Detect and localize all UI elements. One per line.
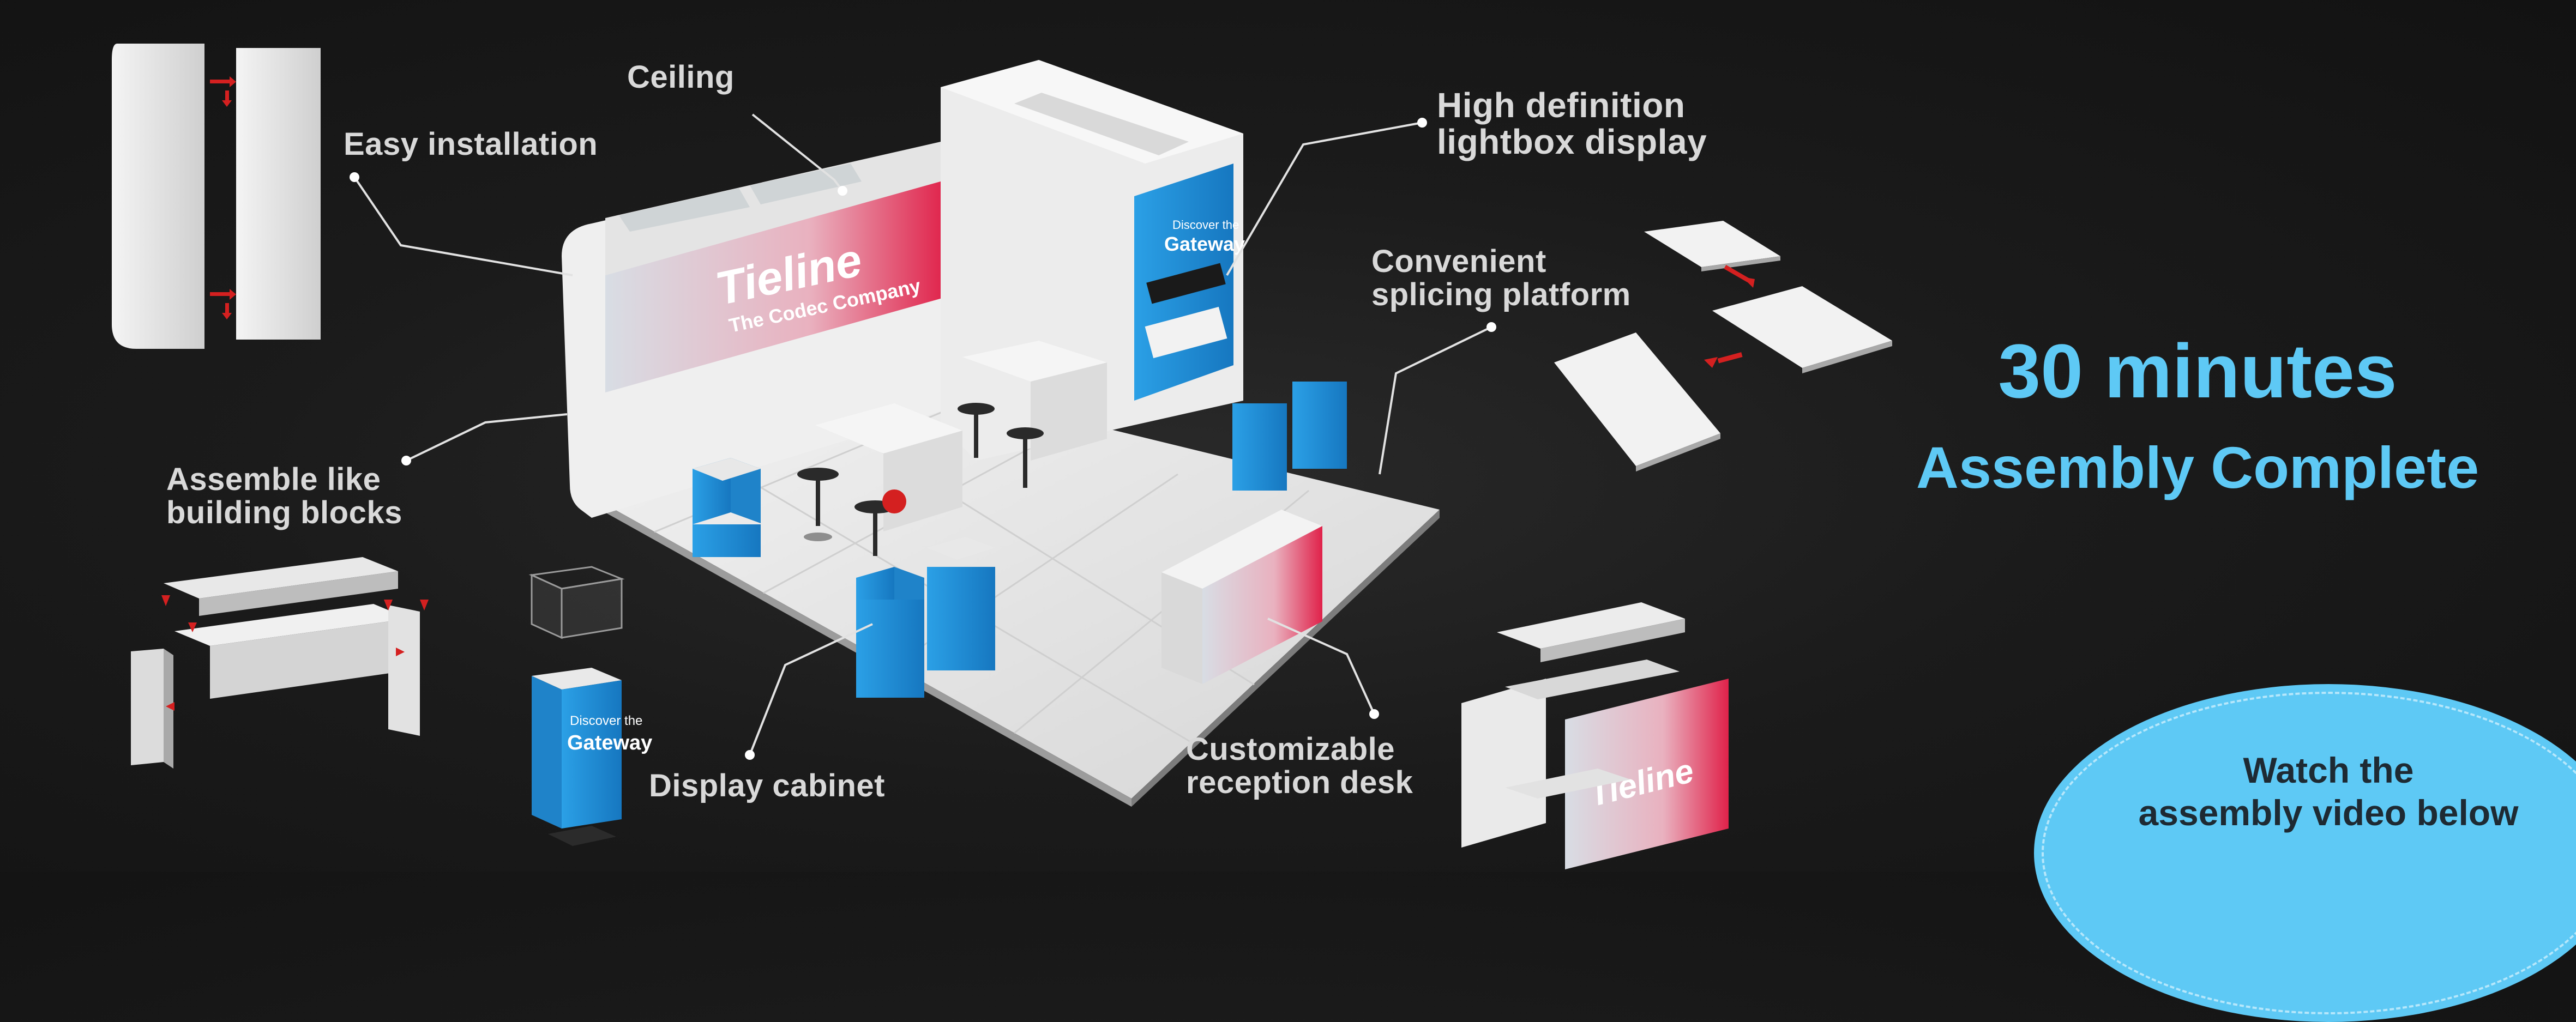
- booth-furniture: [797, 341, 1107, 556]
- callout-reception-desk: Customizable reception desk: [1186, 733, 1413, 800]
- booth-back-wall: Tieline The Codec Company: [562, 142, 976, 518]
- callout-blocks-line1: Assemble like: [166, 462, 381, 497]
- callout-splicing-line2: splicing platform: [1371, 276, 1631, 312]
- callout-hd-lightbox: High definition lightbox display: [1437, 87, 1707, 160]
- building-blocks-parts: [131, 557, 429, 769]
- callout-splicing-platform: Convenient splicing platform: [1371, 245, 1631, 312]
- callout-building-blocks: Assemble like building blocks: [166, 463, 402, 530]
- cabinet-graphic-big: Gateway: [567, 731, 652, 754]
- callout-hd-lightbox-line2: lightbox display: [1437, 122, 1707, 162]
- watch-video-text[interactable]: Watch the assembly video below: [2050, 749, 2576, 834]
- easy-installation-panels: [112, 44, 321, 349]
- lightbox-headline-small: Discover the: [1172, 218, 1239, 232]
- watch-video-line1: Watch the: [2243, 750, 2414, 790]
- reception-desk-exploded-parts: Tieline: [1461, 602, 1729, 869]
- callout-display-cabinet: Display cabinet: [649, 768, 885, 803]
- booth-reception-desk: [1161, 510, 1322, 684]
- standalone-display-cabinet: Discover the Gateway: [528, 566, 652, 846]
- splicing-platform-tiles: [1554, 221, 1892, 471]
- exhibition-booth-banner: Tieline The Codec Company Discover the G…: [112, 44, 2576, 1022]
- headline-30-minutes: 30 minutes: [1998, 328, 2397, 414]
- callout-ceiling: Ceiling: [627, 59, 735, 95]
- booth-display-cabinets: [693, 382, 1347, 698]
- lightbox-headline-big: Gateway: [1164, 233, 1245, 255]
- booth-illustration: Tieline The Codec Company Discover the G…: [112, 44, 1892, 869]
- callout-easy-installation: Easy installation: [344, 126, 598, 162]
- callout-blocks-line2: building blocks: [166, 494, 402, 530]
- callout-dots: [350, 118, 1496, 760]
- headline-assembly-complete: Assembly Complete: [1916, 434, 2479, 500]
- callout-reception-line1: Customizable: [1186, 731, 1395, 767]
- watch-video-line2: assembly video below: [2138, 792, 2519, 833]
- callout-reception-line2: reception desk: [1186, 764, 1413, 800]
- cabinet-graphic-small: Discover the: [570, 713, 642, 728]
- callout-splicing-line1: Convenient: [1371, 244, 1546, 279]
- callout-hd-lightbox-line1: High definition: [1437, 86, 1686, 125]
